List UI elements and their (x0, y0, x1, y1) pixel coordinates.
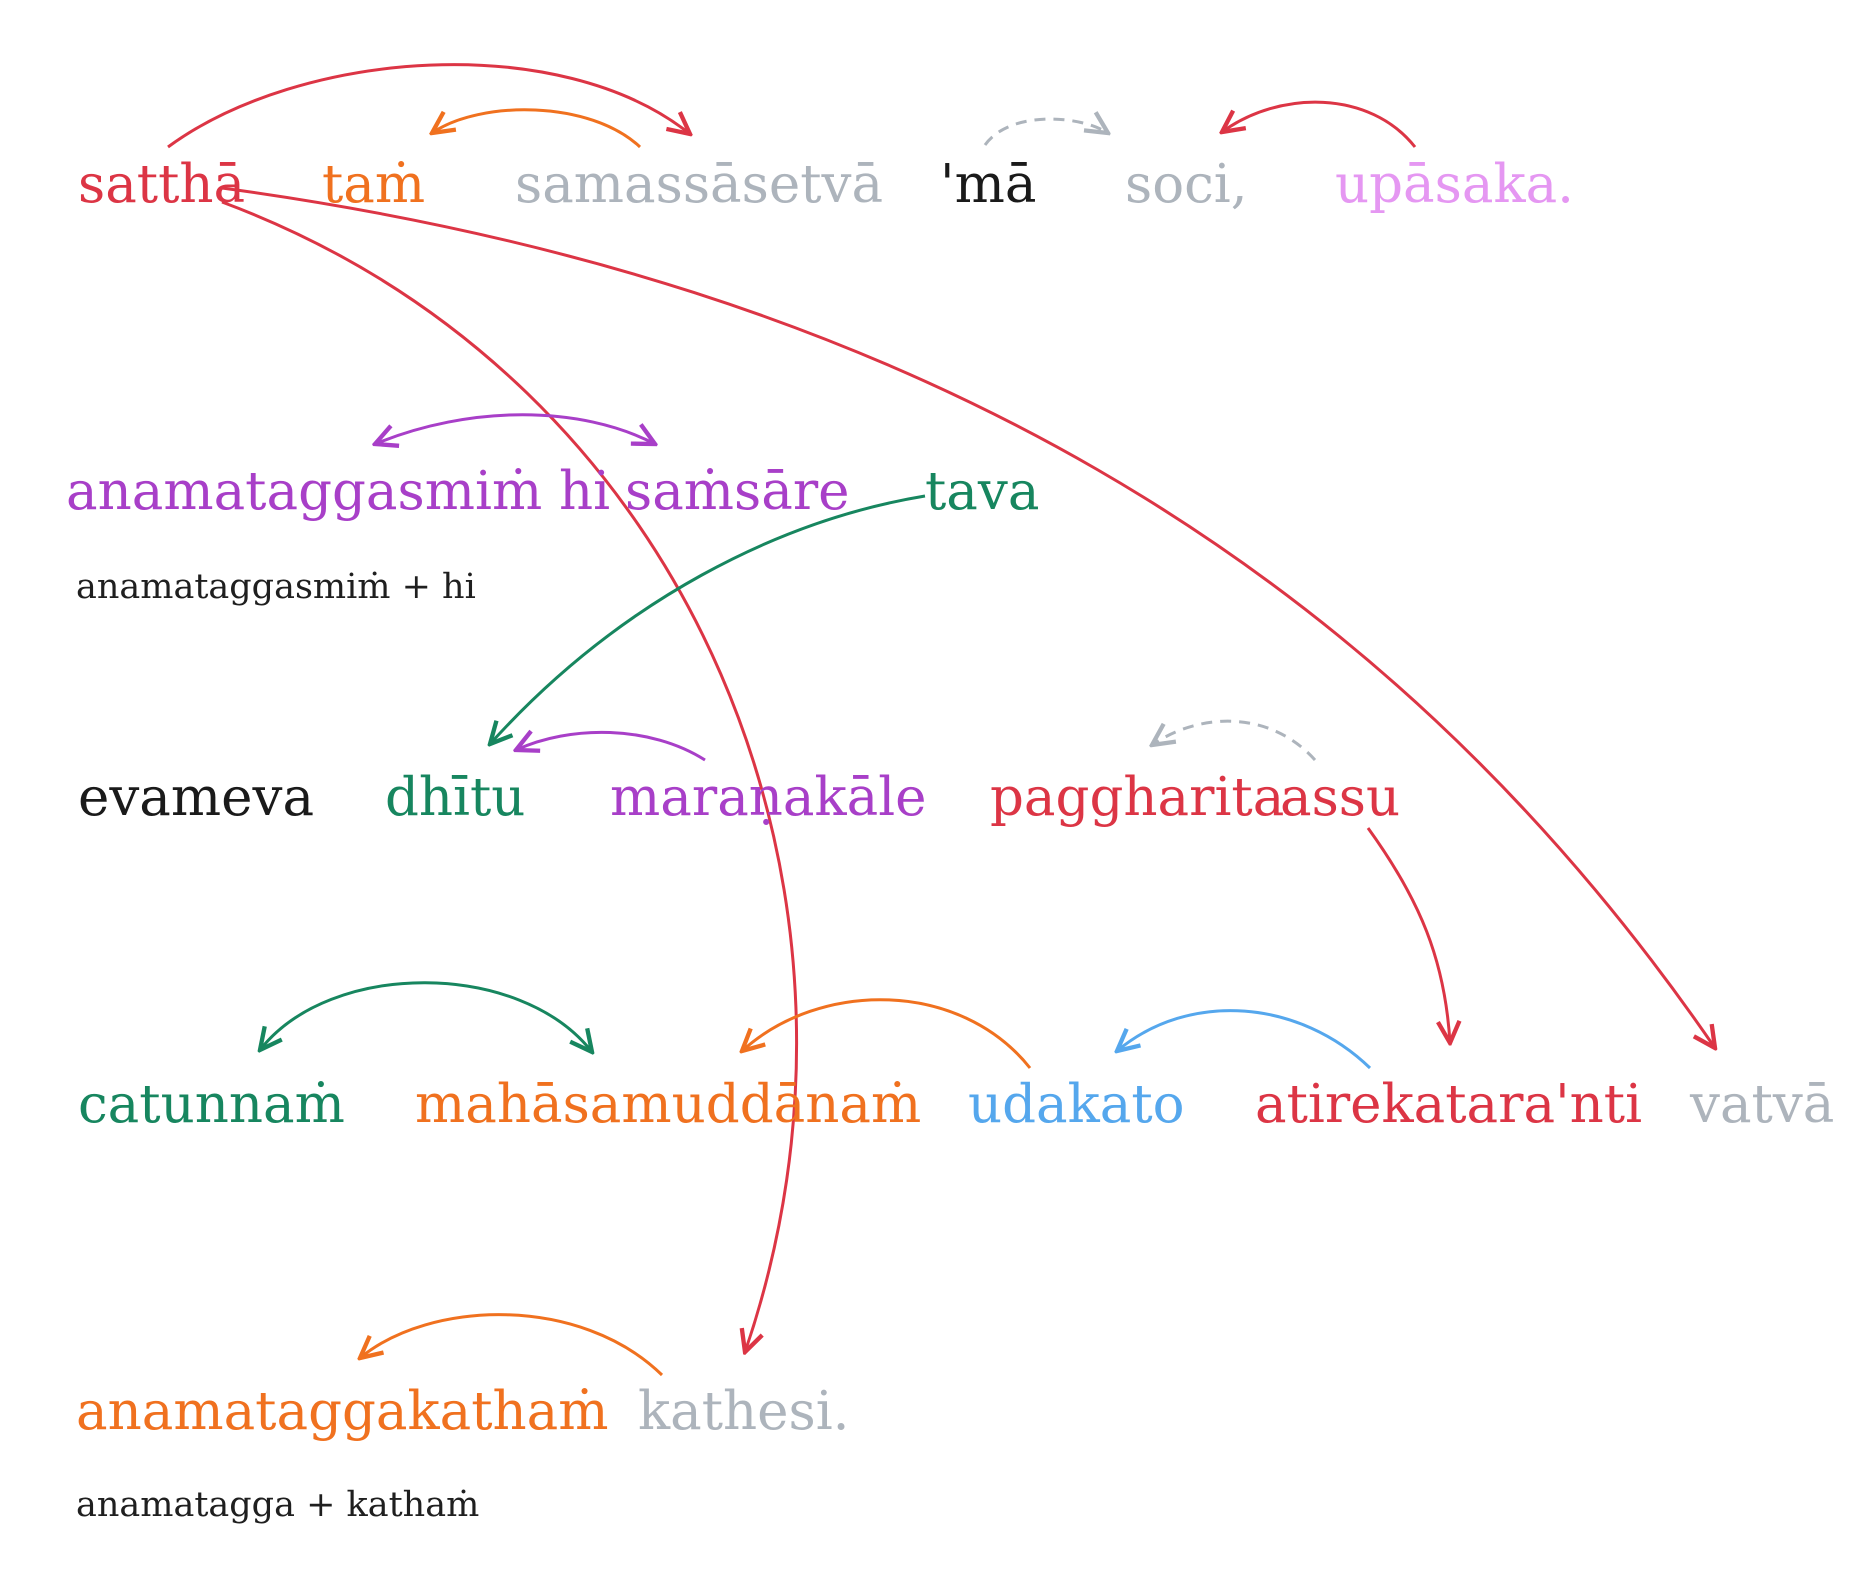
word-vatva: vatvā (1690, 1074, 1835, 1135)
word-paggharita: paggharita (990, 767, 1285, 828)
word-soci: soci, (1125, 154, 1248, 215)
link-ma-soci (983, 119, 1108, 146)
word-anamataggasmim-hi: anamataggasmiṁ hi (66, 461, 611, 522)
word-samassasetva: samassāsetvā (515, 154, 884, 215)
link-upasaka-soci (1222, 100, 1417, 148)
link-atirekatarants-udakato (1117, 1009, 1372, 1070)
word-sattha: satthā (78, 154, 246, 215)
word-maranakale: maraṇakāle (610, 767, 927, 828)
split-note-anamataggasmim: anamataggasmiṁ + hi (76, 567, 476, 607)
word-anamataggakatham: anamataggakathaṁ (76, 1381, 609, 1442)
word-kathesi: kathesi. (638, 1381, 850, 1442)
word-upasaka: upāsaka. (1335, 154, 1575, 215)
word-udakato: udakato (968, 1074, 1185, 1135)
link-maranakale-dhitu (516, 732, 706, 762)
word-dhitu: dhītu (385, 767, 526, 828)
word-tava: tava (925, 461, 1040, 522)
link-catunnam-mahasamuddanam (260, 981, 592, 1052)
word-evameva: evameva (78, 767, 315, 828)
link-sattha-kathesi (221, 200, 799, 1352)
link-assu-paggharita (1152, 719, 1317, 762)
link-samassasetva-tam (432, 108, 642, 149)
word-samsare: saṁsāre (625, 461, 850, 522)
word-atirekatarants: atirekatara'nti (1255, 1074, 1643, 1135)
link-tava-dhitu (490, 494, 926, 744)
word-assu: assu (1280, 767, 1401, 828)
link-udakato-mahasamuddanam (742, 998, 1032, 1069)
link-kathesi-anamataggakatham (360, 1313, 664, 1377)
word-tam: taṁ (322, 154, 426, 215)
link-assu-atirekatarants (1366, 827, 1450, 1043)
split-note-anamataggakatham: anamatagga + kathaṁ (76, 1485, 480, 1525)
link-anamataggasmim-samsare (375, 413, 655, 444)
word-catunnam: catunnaṁ (78, 1074, 345, 1135)
word-mahasamuddanam: mahāsamuddānaṁ (415, 1074, 922, 1135)
link-sattha-vatva (221, 186, 1715, 1048)
link-sattha-samassasetva (167, 63, 690, 149)
word-ma: 'mā (940, 154, 1037, 215)
